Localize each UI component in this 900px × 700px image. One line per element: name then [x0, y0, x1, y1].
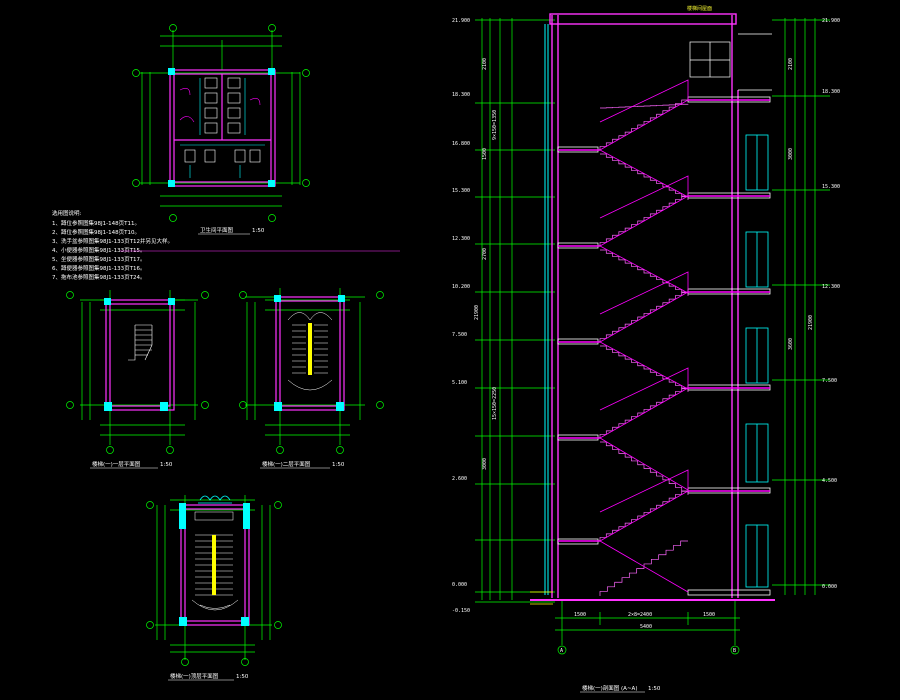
section-railings	[599, 79, 689, 593]
toilet-door-swings	[179, 88, 261, 123]
note-line: 3、洗手盆参照图集98J1-133页T12并另见大样。	[52, 237, 173, 245]
section-axis-a: A	[560, 648, 563, 654]
note-line: 1、蹲位参照图集98J1-148页T11。	[52, 219, 140, 227]
stair-flight	[600, 153, 689, 200]
dim-right: 3600	[788, 338, 794, 350]
stair-plan-1-steps	[128, 324, 153, 361]
note-line: 4、小便器参照图集98J1-133页T15。	[52, 246, 145, 254]
stair-plan-1-walls	[105, 299, 175, 411]
elevation-label-left: 15.300	[452, 188, 470, 194]
toilet-plan-axis-bubbles	[132, 24, 310, 222]
stair-plan-3-window	[198, 495, 232, 504]
stair-plan-2-title: 楼梯(一)二层平面图	[262, 460, 311, 468]
stair-plan-1-columns	[104, 298, 175, 411]
stair-section: A B	[452, 5, 840, 693]
note-line: 6、蹲便器参照图集98J1-133页T16。	[52, 264, 145, 272]
section-scale: 1:50	[648, 686, 661, 692]
stair-plan-3-title: 楼梯(一)顶层平面图	[170, 672, 219, 680]
elevation-label-left: 2.600	[452, 476, 467, 482]
stair-plan-2-axis-bubbles	[239, 291, 384, 454]
stair-flight	[600, 441, 689, 495]
elevation-label-left: 21.900	[452, 18, 470, 24]
notes-heading: 选用图说明:	[52, 209, 82, 217]
stair-plan-1-scale: 1:50	[160, 462, 173, 468]
elevation-label-right: 0.000	[822, 584, 837, 590]
section-roof-structure	[689, 33, 772, 91]
elevation-label-left: 5.100	[452, 380, 467, 386]
stair-plan-2-walls	[275, 296, 345, 411]
dim-left: 15×150=2250	[492, 387, 498, 420]
stair-plan-2-steps	[287, 312, 333, 391]
stair-flight	[599, 540, 688, 596]
elevation-label-left: 18.300	[452, 92, 470, 98]
stair-plan-3-columns	[179, 503, 250, 626]
toilet-stalls	[184, 77, 261, 163]
elevation-label-right: 12.300	[822, 284, 840, 290]
stair-plan-3-walls	[180, 504, 250, 626]
elevation-label-right: 4.500	[822, 478, 837, 484]
stair-flight	[600, 345, 689, 392]
dim-left: 2700	[482, 248, 488, 260]
stair-plan-3-handrail	[212, 535, 216, 595]
elevation-label-left: 12.300	[452, 236, 470, 242]
stair-plan-3-axis-bubbles	[146, 501, 282, 666]
dim-right: 2100	[788, 58, 794, 70]
stair-plan-2: 楼梯(一)二层平面图 1:50	[239, 288, 384, 469]
note-line: 5、坐便器参照图集98J1-133页T17。	[52, 255, 145, 263]
section-axis-b: B	[733, 648, 736, 654]
stair-plan-1-title: 楼梯(一)一层平面图	[92, 460, 141, 468]
toilet-plan-columns	[168, 68, 275, 187]
stair-plan-2-handrail	[308, 323, 312, 375]
elevation-label-left: 0.000	[452, 582, 467, 588]
toilet-plan-scale: 1:50	[252, 228, 265, 234]
stair-plan-1-axis-bubbles	[66, 291, 209, 454]
section-yellow-markers	[530, 591, 553, 605]
section-left-dimensions	[475, 18, 555, 603]
stair-plan-2-scale: 1:50	[332, 462, 345, 468]
stair-plan-1: 楼梯(一)一层平面图 1:50	[66, 290, 209, 469]
stair-flight	[600, 103, 689, 109]
section-title: 楼梯(一)剖面图 (A~A)	[582, 684, 637, 692]
section-bottom-dimensions	[555, 600, 740, 645]
elevation-label-right: 15.300	[822, 184, 840, 190]
elevation-label-right: 18.300	[822, 89, 840, 95]
dim-left: 9×150=1350	[492, 110, 498, 140]
stair-plan-2-columns	[274, 295, 345, 411]
roof-label: 楼梯间屋面	[687, 5, 712, 12]
selection-notes: 选用图说明: 1、蹲位参照图集98J1-148页T11。 2、蹲位参照图集98J…	[52, 209, 400, 281]
dim-bottom: 1500	[703, 612, 715, 618]
elevation-label-left: 16.800	[452, 141, 470, 147]
toilet-plan: 卫生间平面图 1:50	[132, 24, 310, 235]
dim-bottom-total: 5400	[640, 624, 652, 630]
note-line: 2、蹲位参照图集98J1-148页T10。	[52, 228, 140, 236]
section-walls	[549, 13, 739, 598]
note-line: 7、拖布池参照图集98J1-133页T24。	[52, 273, 145, 281]
dim-bottom: 1500	[574, 612, 586, 618]
dim-left-total: 21900	[474, 305, 480, 320]
dim-left: 3000	[482, 458, 488, 470]
toilet-fixtures	[180, 78, 265, 178]
stair-plan-3: 楼梯(一)顶层平面图 1:50	[146, 495, 282, 681]
elevation-label-right: 21.900	[822, 18, 840, 24]
dim-right-total: 21900	[808, 315, 814, 330]
stair-flight	[600, 249, 689, 296]
section-floor-bands	[558, 99, 770, 542]
elevation-label-left: 10.200	[452, 284, 470, 290]
stair-plan-3-scale: 1:50	[236, 674, 249, 680]
dim-left: 1500	[482, 148, 488, 160]
section-axis-bubbles	[557, 645, 740, 655]
section-right-dimensions	[772, 18, 830, 595]
toilet-plan-walls	[169, 69, 276, 187]
dim-right: 3000	[788, 148, 794, 160]
section-column	[544, 24, 549, 595]
elevation-label-right: 7.500	[822, 378, 837, 384]
toilet-plan-title: 卫生间平面图	[200, 226, 234, 234]
dim-bottom: 2×8=2400	[628, 612, 652, 618]
elevation-label-left: 7.500	[452, 332, 467, 338]
section-windows	[745, 134, 769, 588]
elevation-label-left: -0.150	[452, 608, 470, 614]
dim-left: 2100	[482, 58, 488, 70]
